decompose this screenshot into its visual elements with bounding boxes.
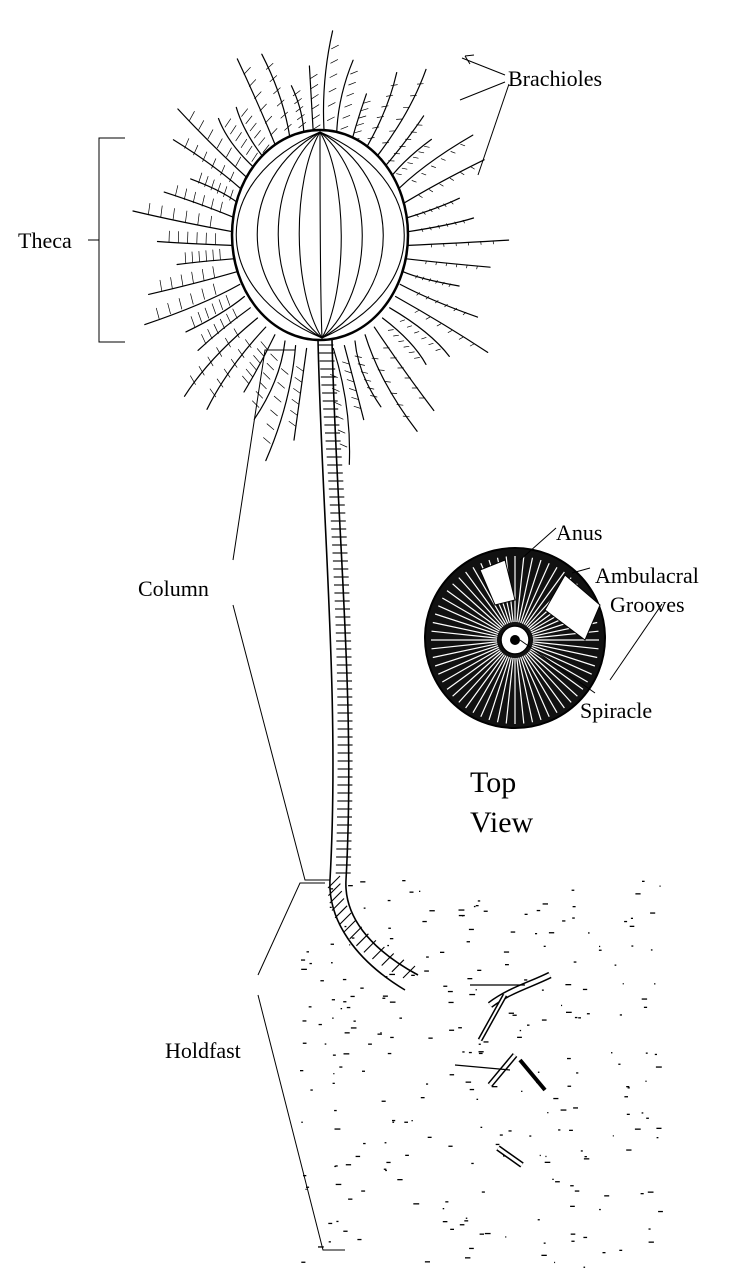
holdfast-bracket	[258, 883, 345, 1250]
column-bracket	[233, 350, 330, 880]
theca-bracket	[88, 138, 125, 342]
fossil-fragments	[455, 975, 550, 1165]
label-ambulacral: Ambulacral	[595, 563, 699, 588]
label-theca: Theca	[18, 228, 72, 253]
label-spiracle: Spiracle	[580, 698, 652, 723]
ground-speckle	[300, 880, 663, 1268]
label-top: Top	[470, 766, 516, 799]
label-brachioles: Brachioles	[508, 66, 602, 91]
label-anus: Anus	[556, 520, 602, 545]
top-view-disc	[425, 548, 605, 728]
theca-body	[232, 130, 408, 340]
label-grooves: Grooves	[610, 592, 685, 617]
label-view: View	[470, 806, 534, 839]
column-stem	[318, 340, 418, 990]
label-column: Column	[138, 576, 209, 601]
label-holdfast: Holdfast	[165, 1038, 241, 1063]
